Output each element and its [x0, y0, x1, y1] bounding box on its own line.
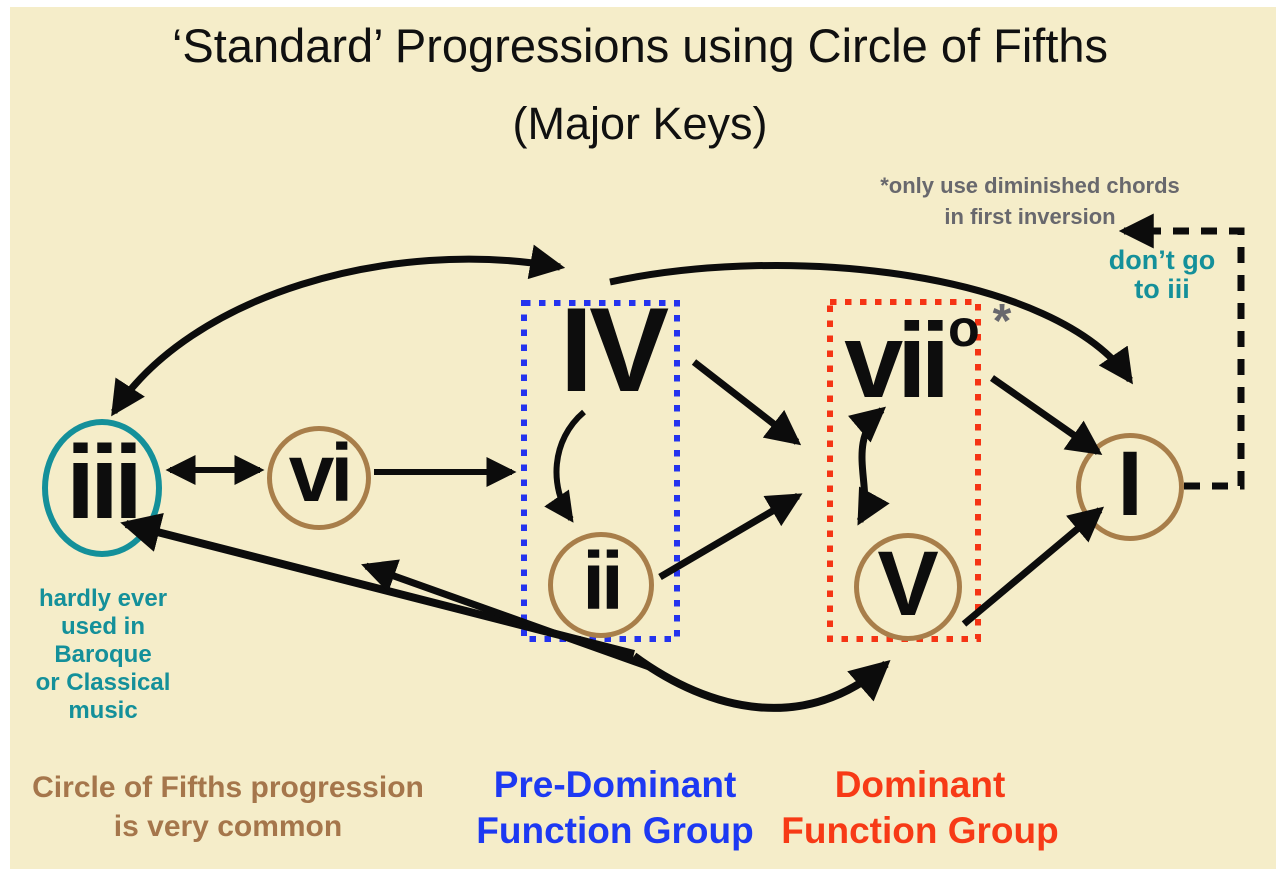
predominant-label-line1: Pre-Dominant — [493, 764, 737, 805]
predominant-label-line2: Function Group — [476, 810, 754, 851]
predominant-group-label: Pre-Dominant Function Group — [455, 762, 775, 854]
node-V-label: V — [877, 532, 939, 635]
node-I-circle: I — [1076, 433, 1184, 541]
diminished-note-line2: in first inversion — [944, 204, 1116, 229]
dont-go-line2: to iii — [1134, 274, 1190, 304]
node-I-label: I — [1117, 432, 1143, 535]
circle-of-fifths-note: Circle of Fifths progression is very com… — [18, 768, 438, 846]
diminished-note-line1: *only use diminished chords — [880, 173, 1180, 198]
asterisk-annotation: * — [992, 294, 1012, 348]
iii-note-line: music — [68, 697, 138, 724]
iii-note-line: used in — [60, 613, 145, 640]
slide-title: ‘Standard’ Progressions using Circle of … — [171, 19, 1109, 72]
iii-usage-note: hardly ever used in Baroque or Classical… — [8, 585, 198, 725]
dominant-group-label: Dominant Function Group — [765, 762, 1075, 854]
dont-go-line1: don’t go — [1108, 245, 1216, 275]
iii-note-line: or Classical — [35, 669, 171, 696]
cof-note-line2: is very common — [113, 810, 343, 843]
dont-go-note: don’t go to iii — [1088, 246, 1236, 304]
node-vi-label: vi — [288, 428, 353, 519]
node-vi-circle: vi — [267, 426, 371, 530]
cof-note-line1: Circle of Fifths progression — [32, 771, 424, 804]
node-iii-label: iii — [66, 424, 143, 541]
node-vii-label: vii — [844, 301, 950, 420]
iii-note-line: hardly ever — [38, 585, 168, 612]
dominant-label-line2: Function Group — [781, 810, 1059, 851]
node-V-circle: V — [854, 533, 962, 641]
slide-subtitle: (Major Keys) — [512, 98, 768, 149]
iii-note-line: Baroque — [54, 641, 152, 668]
node-IV: IV — [535, 283, 690, 417]
node-IV-label: IV — [559, 283, 669, 417]
diminished-symbol: o — [948, 300, 980, 358]
node-ii-circle: ii — [548, 532, 654, 638]
diminished-note: *only use diminished chords in first inv… — [850, 170, 1210, 232]
dominant-label-line1: Dominant — [834, 764, 1006, 805]
node-iii-circle: iii — [42, 419, 162, 557]
node-ii-label: ii — [582, 536, 624, 627]
